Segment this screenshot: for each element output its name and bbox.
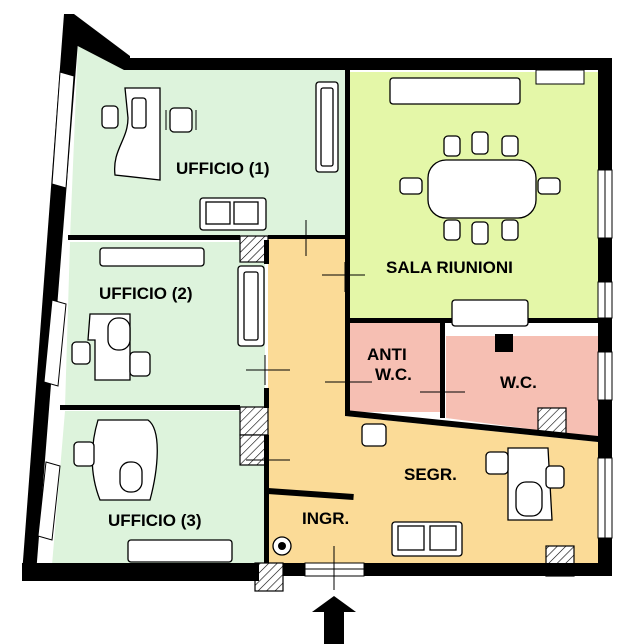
label-wc: W.C. [500, 373, 537, 392]
label-anti-wc-2: W.C. [375, 365, 412, 384]
office-chair-icon [129, 351, 151, 377]
outer-wall-bottom-left [22, 563, 259, 581]
office-2-furniture [71, 247, 265, 381]
label-office-2: UFFICIO (2) [99, 284, 193, 303]
office-chair-icon [101, 105, 119, 129]
desk-icon [114, 87, 161, 181]
office-chair-icon [361, 423, 387, 447]
office-chair-icon [165, 107, 197, 133]
anti-wc-floor [350, 322, 442, 412]
office-chair-icon [71, 341, 91, 365]
meeting-room-furniture [389, 77, 561, 327]
outer-wall-bottom-right [364, 563, 612, 576]
label-entrance: INGR. [302, 509, 349, 528]
outer-wall-bottom-mid [283, 563, 305, 576]
sofa-icon [391, 521, 463, 557]
outer-wall-top [64, 14, 612, 70]
secretary-furniture [272, 423, 565, 557]
office-1-furniture [101, 81, 339, 231]
shower-drain-icon [272, 536, 292, 556]
label-office-1: UFFICIO (1) [176, 159, 270, 178]
sofa-icon [199, 197, 267, 231]
meeting-table-icon [427, 159, 537, 219]
label-secretary: SEGR. [404, 465, 457, 484]
office-chair-icon [399, 131, 561, 245]
label-anti-wc-1: ANTI [367, 345, 407, 364]
office-chair-icon [73, 441, 95, 467]
office-chair-icon [485, 451, 509, 475]
office-3-furniture [73, 419, 233, 563]
label-office-3: UFFICIO (3) [108, 511, 202, 530]
entrance-arrow-icon [312, 596, 356, 644]
walls [22, 14, 613, 581]
office-chair-icon [545, 465, 565, 489]
door-markers [246, 220, 465, 590]
room-labels: UFFICIO (1) UFFICIO (2) UFFICIO (3) SALA… [99, 159, 537, 530]
label-meeting-room: SALA RIUNIONI [386, 258, 513, 277]
